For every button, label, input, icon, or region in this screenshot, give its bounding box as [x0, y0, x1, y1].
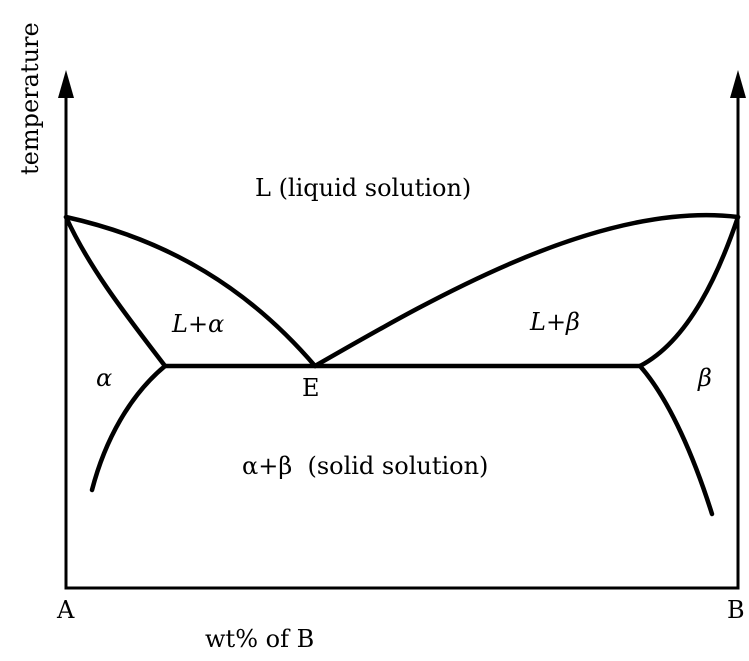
y-axis-label: temperature: [16, 22, 44, 175]
component-a-label: A: [56, 596, 75, 624]
component-b-label: B: [727, 596, 745, 624]
l-beta-region-label: L+β: [529, 308, 580, 336]
alpha-region-label: α: [96, 364, 112, 392]
eutectic-point-label: E: [302, 374, 320, 402]
liquidus-curve-left: [63, 214, 318, 369]
solidus-beta-curve: [637, 214, 741, 369]
liquid-region-label: L (liquid solution): [255, 174, 471, 202]
solid-region-label: α+β (solid solution): [242, 452, 488, 480]
right-axis-arrowhead: [730, 70, 746, 98]
left-axis-arrowhead: [58, 70, 74, 98]
liquidus-curve-right: [312, 212, 741, 369]
solvus-alpha-curve: [89, 363, 168, 493]
l-alpha-region-label: L+α: [171, 310, 224, 338]
solvus-beta-curve: [637, 363, 715, 517]
x-axis-label: wt% of B: [205, 625, 314, 653]
solidus-alpha-curve: [63, 214, 168, 369]
beta-region-label: β: [697, 364, 712, 392]
